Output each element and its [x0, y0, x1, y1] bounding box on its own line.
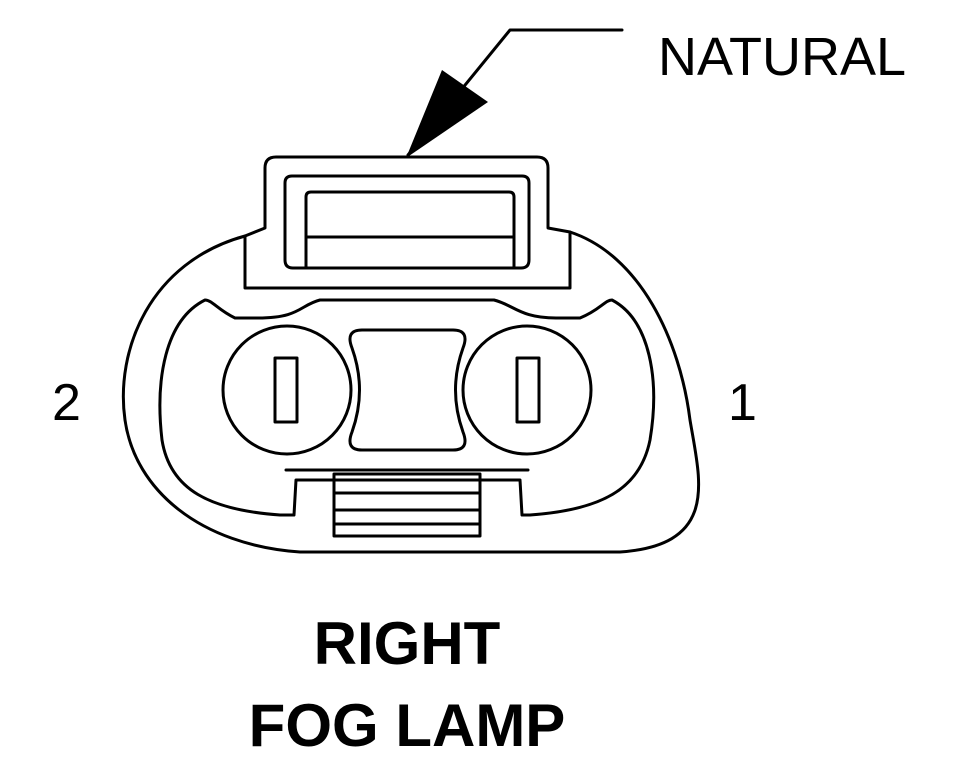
pin-cavity-2 — [221, 324, 353, 456]
pin-2-socket — [221, 324, 353, 456]
pin-1-terminal — [515, 356, 541, 424]
latch-button — [304, 190, 516, 270]
connector-color-label: NATURAL — [658, 27, 906, 87]
pin-cavity-1 — [461, 324, 593, 456]
connector-body — [121, 155, 701, 554]
pin-number-left: 2 — [52, 374, 81, 432]
latch-housing — [243, 155, 572, 290]
color-callout-leader — [406, 28, 624, 158]
pin-number-right: 1 — [728, 374, 757, 432]
caption-line-1: RIGHT — [314, 610, 501, 677]
leader-arrowhead — [406, 70, 488, 158]
bottom-lock-tab — [332, 472, 482, 538]
caption-line-2: FOG LAMP — [249, 692, 566, 759]
latch-frame — [283, 174, 531, 270]
polarizing-key — [348, 328, 467, 452]
pin-2-terminal — [273, 356, 299, 424]
pin-1-socket — [461, 324, 593, 456]
connector-cavity — [158, 298, 656, 517]
connector-outer-shell — [121, 230, 701, 554]
